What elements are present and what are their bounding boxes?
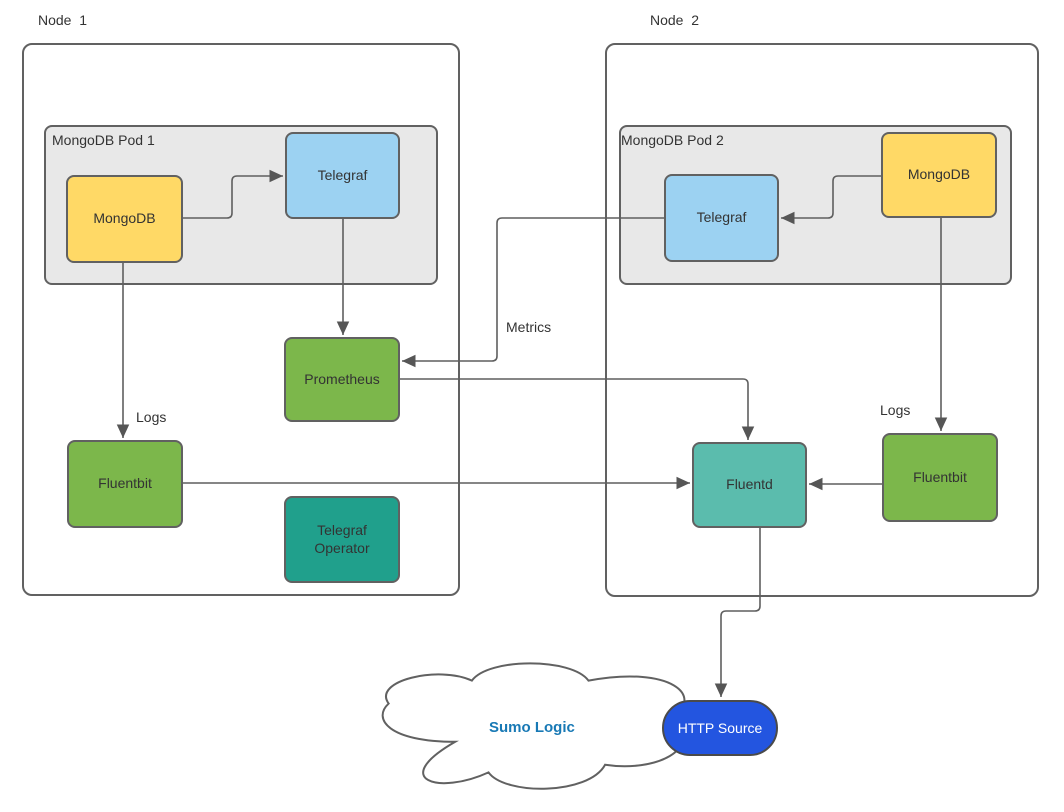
mongodb-pod2-label: MongoDB Pod 2 (621, 132, 724, 148)
shape-telegraf-pod2-label: Telegraf (696, 209, 747, 226)
node1-container (22, 43, 460, 596)
edge-label-logs-node1: Logs (135, 409, 168, 425)
shape-telegraf-operator: Telegraf Operator (284, 496, 400, 583)
node1-title: Node 1 (38, 12, 88, 28)
shape-fluentbit-node1: Fluentbit (67, 440, 183, 528)
shape-telegraf-pod1-label: Telegraf (317, 166, 368, 183)
shape-fluentd: Fluentd (692, 442, 807, 528)
mongodb-pod1-label: MongoDB Pod 1 (52, 132, 155, 148)
edge-label-metrics: Metrics (505, 319, 553, 335)
edge-fluentd-to-http-source (714, 528, 761, 697)
shape-telegraf-operator-label: Telegraf Operator (314, 522, 370, 556)
shape-fluentd-label: Fluentd (726, 476, 773, 493)
shape-fluentbit-node2: Fluentbit (882, 433, 998, 522)
shape-mongodb-pod2-label: MongoDB (907, 166, 971, 183)
edge-telegraf2-to-prometheus-metrics (402, 217, 664, 368)
shape-prometheus-label: Prometheus (304, 370, 380, 387)
shape-prometheus: Prometheus (284, 337, 400, 422)
edge-mongodb2-to-telegraf2 (781, 175, 881, 225)
shape-mongodb-pod1-label: MongoDB (93, 210, 156, 227)
shape-http-source: HTTP Source (662, 700, 778, 756)
shape-http-source-label: HTTP Source (677, 720, 763, 736)
node2-title: Node 2 (650, 12, 700, 28)
sumo-logic-cloud (381, 662, 686, 790)
shape-telegraf-pod2: Telegraf (664, 174, 779, 262)
shape-mongodb-pod2: MongoDB (881, 132, 997, 218)
shape-mongodb-pod1: MongoDB (66, 175, 183, 263)
edge-mongodb1-to-telegraf1 (183, 169, 283, 219)
edge-label-logs-node2: Logs (879, 402, 912, 418)
shape-telegraf-pod1: Telegraf (285, 132, 400, 219)
node2-container (605, 43, 1039, 597)
edge-prometheus-to-fluentd (400, 378, 755, 440)
shape-fluentbit-node2-label: Fluentbit (913, 468, 967, 485)
sumo-logic-label: Sumo Logic (489, 719, 575, 736)
shape-fluentbit-node1-label: Fluentbit (98, 475, 152, 492)
cloud-outline (381, 662, 686, 790)
